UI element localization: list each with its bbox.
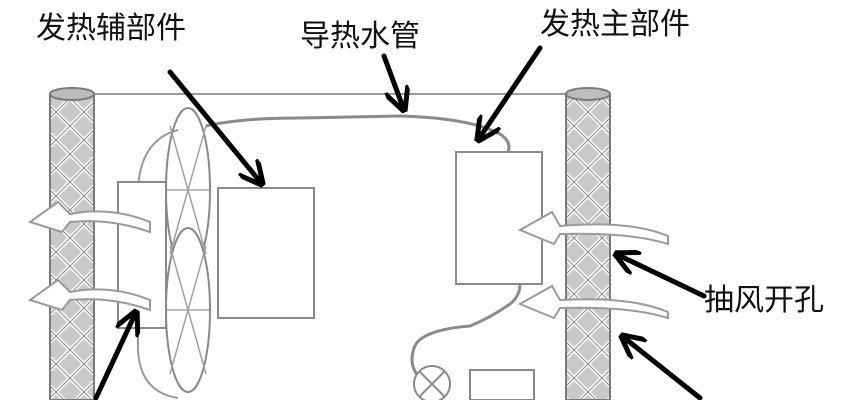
main-heat-part-block [455, 151, 543, 285]
label-main-heat-part: 发热主部件 [540, 7, 690, 42]
pointer-arrows [93, 45, 707, 400]
left-vent-column [49, 87, 95, 400]
heat-pipe-return [410, 283, 522, 380]
label-exhaust-hole: 抽风开孔 [704, 283, 824, 318]
heat-pipe [205, 114, 511, 153]
right-airflow-arrows [517, 210, 669, 320]
fan [165, 107, 211, 393]
water-tank [469, 369, 535, 400]
valve [413, 365, 451, 400]
label-aux-heat-part: 发热辅部件 [36, 11, 186, 46]
label-heat-pipe: 导热水管 [300, 19, 420, 54]
left-airflow-arrows [27, 200, 151, 312]
right-vent-column [565, 87, 611, 400]
aux-heat-part-board [217, 187, 315, 319]
